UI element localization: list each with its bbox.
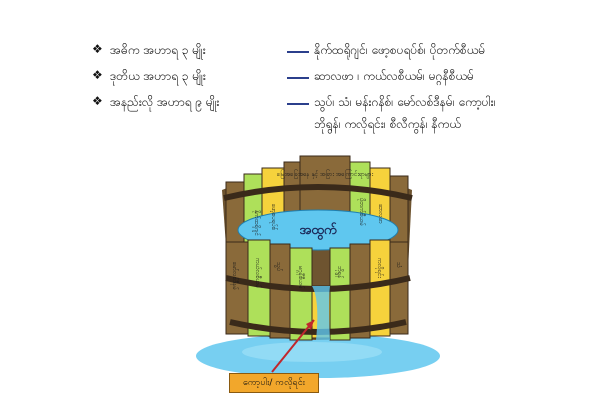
stave-label-center: မြေအခြေအနေ နှင့် အခြား အကြောင်းရာများ: [277, 169, 374, 179]
nutrient-desc-primary: နိုက်ထရိုဂျင်၊ ဖော့စပရပ်စ်၊ ပိုတက်စီယမ်: [314, 43, 486, 57]
nutrient-label-secondary: ဒုတိယ အဟာရ ၃ မျိုး: [110, 69, 206, 83]
bullet-icon: ❖: [92, 68, 103, 82]
stave-labels: မြေအခြေအနေ နှင့် အခြား အကြောင်းရာများ နိ…: [230, 169, 402, 290]
stave-label-9: မော်လစ်ဒီနမ်: [230, 262, 239, 290]
stave-front-3: [269, 243, 291, 339]
stave-label-3: ပိုတက်စီယမ်: [357, 198, 366, 226]
nutrient-desc-micro: သွပ်၊ သံ၊ မန်းဂနိစ်၊ မော်လစ်ဒီနမ်၊ ကော့ပ…: [314, 95, 496, 109]
bullet-icon: ❖: [92, 42, 103, 56]
dash-line: [287, 77, 309, 79]
barrel-band-top: [223, 184, 413, 201]
nutrient-desc-secondary: ဆာလဖာ ၊ ကယ်လစီယမ်၊ မဂ္ဂနီစီယမ်: [314, 69, 474, 83]
nutrient-row-micro-cont: ဘိုရွန်၊ ကလိုရင်း၊ စီလီကွန်၊ နီကယ်: [0, 112, 600, 136]
stave-label-11: သံ: [395, 262, 402, 268]
nutrient-row-micro: ❖ အနည်းလို အဟာရ ၉ မျိုး သွပ်၊ သံ၊ မန်းဂန…: [0, 90, 600, 114]
stave-label-4: ဆာလဖာ: [377, 203, 384, 224]
stave-label-6: မဂ္ဂနီစီယမ်: [296, 266, 305, 289]
front-staves: [225, 239, 409, 341]
nutrient-label-micro: အနည်းလို အဟာရ ၉ မျိုး: [110, 95, 220, 109]
stave-label-5: ကယ်လစီယမ်: [254, 258, 262, 288]
nutrient-desc-micro-line2: ဘိုရွန်၊ ကလိုရင်း၊ စီလီကွန်၊ နီကယ်: [314, 117, 461, 131]
dash-line: [287, 103, 309, 105]
water-surface: [237, 209, 399, 251]
dash-line: [287, 51, 309, 53]
stave-label-2: ဖော့စပရပ်စ်: [269, 204, 278, 230]
callout-arrow: [271, 319, 315, 373]
bullet-icon: ❖: [92, 94, 103, 108]
stave-label-1: နိုက်ထရိုဂျင်: [252, 210, 261, 237]
stave-front-6: [349, 243, 371, 339]
callout-arrowhead: [306, 320, 314, 330]
nutrient-row-primary: ❖ အဓိက အဟာရ ၃ မျိုး နိုက်ထရိုဂျင်၊ ဖော့စ…: [0, 38, 600, 62]
yield-label: အထွက်: [299, 221, 337, 241]
stave-label-10: သွပ်: [274, 262, 283, 271]
nutrient-row-secondary: ❖ ဒုတိယ အဟာရ ၃ မျိုး ဆာလဖာ ၊ ကယ်လစီယမ်၊ …: [0, 64, 600, 88]
stave-front-5: [329, 247, 351, 341]
water-overflow: [312, 286, 330, 340]
stave-label-7: ဘိုရွန်: [335, 266, 344, 278]
nutrient-label-primary: အဓိက အဟာရ ၃ မျိုး: [110, 43, 206, 57]
stave-label-8: ကလိုရင်း: [375, 258, 384, 278]
water-puddle-highlight: [242, 342, 382, 362]
short-stave-callout: ကော့ပါး/ ကလိုရင်း: [229, 373, 319, 393]
stave-front-8: [389, 241, 409, 335]
